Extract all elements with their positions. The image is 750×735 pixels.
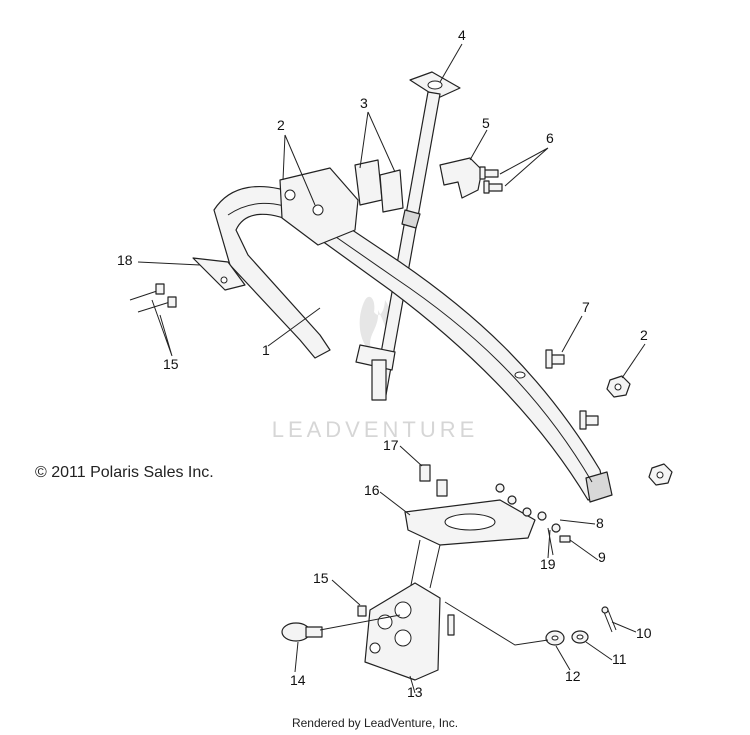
callout-labels: 1 2 3 4 5 6 7 2 8 9 10 11 12 13 14 15 16…: [117, 27, 652, 700]
hardware-8-19: [495, 483, 571, 543]
rivets-15-upper: [129, 283, 177, 313]
callout-3: 3: [360, 95, 368, 111]
pin-15-lower: [357, 605, 455, 636]
callout-16: 16: [364, 482, 380, 498]
callout-14: 14: [290, 672, 306, 688]
watermark-text: LEADVENTURE: [272, 417, 479, 442]
callout-11: 11: [612, 651, 627, 667]
callout-9: 9: [598, 549, 606, 565]
watermark-logo: LEADVENTURE: [272, 296, 479, 442]
steering-column: [355, 71, 461, 401]
mount-bracket: [279, 167, 359, 246]
bolts-7: [545, 349, 599, 430]
callout-10: 10: [636, 625, 652, 641]
footer-text: Rendered by LeadVenture, Inc.: [292, 716, 458, 730]
wire-clips: [354, 159, 404, 213]
side-bracket: [439, 157, 483, 199]
callout-15-upper: 15: [163, 356, 179, 372]
callout-2-upper: 2: [277, 117, 285, 133]
callout-15-lower: 15: [313, 570, 329, 586]
callout-5: 5: [482, 115, 490, 131]
nuts-2: [606, 375, 673, 486]
washer-12: [545, 630, 565, 646]
callout-12: 12: [565, 668, 581, 684]
base-bracket-13: [364, 582, 441, 681]
adjust-knob-14: [281, 622, 323, 642]
callout-13: 13: [407, 684, 423, 700]
callout-6: 6: [546, 130, 554, 146]
callout-2-right: 2: [640, 327, 648, 343]
bolts-6: [479, 166, 503, 194]
nut-11: [571, 630, 589, 644]
callout-1: 1: [262, 342, 270, 358]
callout-19: 19: [540, 556, 556, 572]
leader-lines: [137, 43, 646, 694]
callout-8: 8: [596, 515, 604, 531]
callout-4: 4: [458, 27, 466, 43]
plate-18: [192, 257, 246, 291]
copyright-text: © 2011 Polaris Sales Inc.: [35, 464, 214, 481]
cotter-pin-10: [601, 606, 617, 633]
support-plate-16: [404, 499, 536, 546]
bolts-17: [419, 464, 448, 497]
callout-17: 17: [383, 437, 399, 453]
callout-18: 18: [117, 252, 133, 268]
callout-7: 7: [582, 299, 590, 315]
